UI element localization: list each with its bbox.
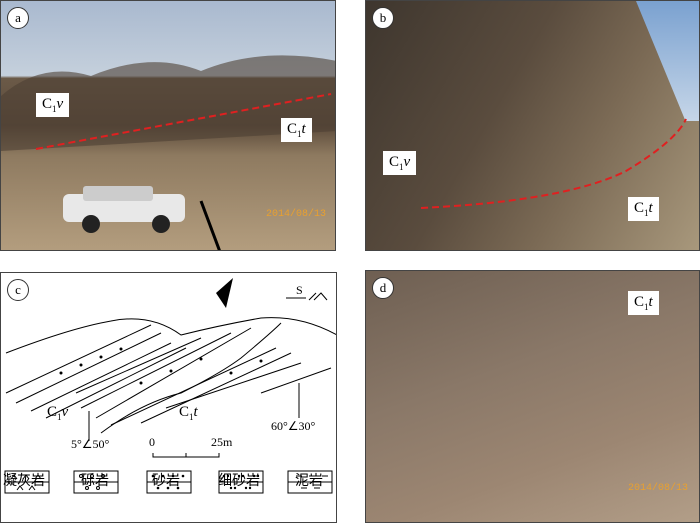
contact-line	[1, 55, 335, 250]
photo-date: 2014/08/13	[628, 483, 689, 494]
cross-section-diagram	[5, 278, 336, 458]
unit-label-c1v: C1v	[383, 151, 417, 175]
panel-tag: b	[372, 7, 394, 29]
panel-tag: a	[7, 7, 29, 29]
photo-date: 2014/08/13	[266, 209, 327, 220]
direction-label: S	[296, 283, 303, 297]
panel-tag: c	[7, 279, 29, 301]
cross-section-panel-c: c S C1v C1t 5°∠50° 60°∠30° 0 25m	[0, 272, 337, 523]
legend-tuff: 凝灰岩	[3, 474, 45, 489]
photo-panel-a: a C1v C1t 2014/08/13	[0, 0, 336, 251]
car	[63, 186, 185, 233]
photo-panel-b: b C1v C1t	[365, 0, 700, 251]
attitude-left: 5°∠50°	[71, 437, 110, 451]
contact-line	[420, 118, 687, 209]
unit-label-c1v: C1v	[47, 404, 69, 422]
attitude-right: 60°∠30°	[271, 419, 316, 433]
legend-mudstone: 泥岩	[295, 474, 323, 489]
panel-tag: d	[372, 277, 394, 299]
legend-swatches	[4, 470, 333, 494]
unit-label-c1v: C1v	[36, 93, 70, 117]
unit-label-c1t: C1t	[179, 404, 198, 422]
scale-25m: 25m	[211, 435, 233, 449]
photo-panel-d: d C1t 2014/08/13	[365, 270, 700, 523]
unit-label-c1t: C1t	[628, 291, 659, 315]
legend-sandstone: 砂岩	[152, 474, 180, 489]
unit-label-c1t: C1t	[628, 197, 659, 221]
legend-conglomerate: 砾岩	[81, 474, 109, 489]
scale-zero: 0	[149, 435, 155, 449]
legend-fine-sandstone: 细砂岩	[218, 474, 260, 489]
unit-label-c1t: C1t	[281, 118, 312, 142]
